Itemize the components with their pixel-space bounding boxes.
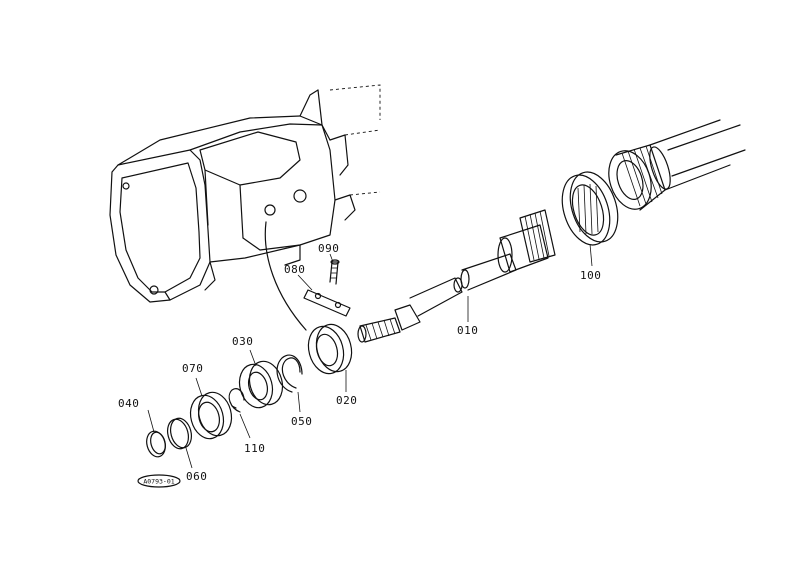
leader-lines bbox=[147, 243, 593, 469]
lock-plate bbox=[303, 289, 351, 317]
label-010: 010 bbox=[457, 324, 478, 337]
label-090: 090 bbox=[318, 242, 339, 255]
label-060: 060 bbox=[186, 470, 207, 483]
label-070: 070 bbox=[182, 362, 203, 375]
drawing-code: A0793-01 bbox=[143, 478, 174, 486]
label-110: 110 bbox=[244, 442, 265, 455]
drive-gear bbox=[608, 119, 746, 211]
label-040: 040 bbox=[118, 397, 139, 410]
retaining-ring bbox=[146, 430, 166, 458]
bolt bbox=[329, 259, 340, 285]
transmission-housing bbox=[109, 84, 381, 331]
label-100: 100 bbox=[580, 269, 601, 282]
ball-bearing bbox=[238, 360, 284, 409]
label-030: 030 bbox=[232, 335, 253, 348]
label-080: 080 bbox=[284, 263, 305, 276]
shim-ring bbox=[166, 417, 193, 450]
oil-seal bbox=[307, 323, 353, 375]
snap-ring bbox=[276, 354, 303, 393]
label-050: 050 bbox=[291, 415, 312, 428]
label-020: 020 bbox=[336, 394, 357, 407]
needle-bearing bbox=[561, 171, 619, 246]
main-shaft bbox=[357, 209, 556, 343]
drawing-code-stamp: A0793-01 bbox=[137, 474, 181, 488]
collar bbox=[189, 391, 233, 440]
circlip bbox=[228, 388, 245, 413]
part-callouts: 010 020 030 040 050 060 070 080 090 100 … bbox=[118, 242, 601, 483]
